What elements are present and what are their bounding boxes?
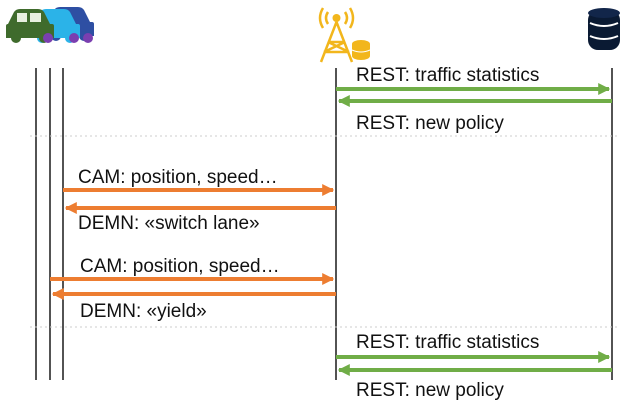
message-label: REST: traffic statistics [356, 332, 540, 353]
antenna-tower-icon [318, 7, 371, 63]
database-icon [588, 8, 620, 50]
lifeline-vehicles [35, 68, 64, 380]
message-label: REST: new policy [356, 380, 504, 401]
message-label: DEMN: «switch lane» [78, 213, 260, 234]
message-label: REST: traffic statistics [356, 65, 540, 86]
message-label: REST: new policy [356, 113, 504, 134]
cars-icon [6, 7, 94, 43]
message-label: CAM: position, speed… [78, 167, 278, 188]
message-label: DEMN: «yield» [80, 301, 207, 322]
message-label: CAM: position, speed… [80, 256, 280, 277]
phase-separator [30, 135, 620, 328]
